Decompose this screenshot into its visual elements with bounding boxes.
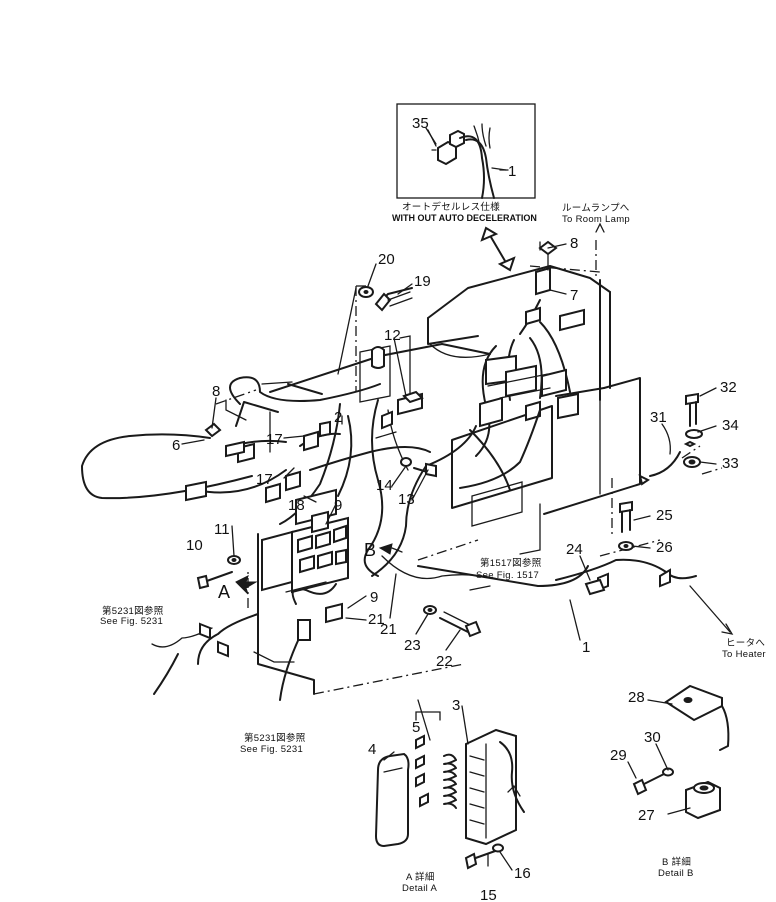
callout-9-upper: 9 bbox=[334, 497, 342, 514]
room-lamp-jp: ルームランプへ bbox=[562, 203, 630, 214]
room-lamp-en: To Room Lamp bbox=[562, 214, 630, 225]
phantom-lines bbox=[215, 240, 723, 608]
callout-8-top: 8 bbox=[570, 235, 578, 252]
view-letter-b: B bbox=[364, 540, 376, 560]
callout-7: 7 bbox=[570, 287, 578, 304]
relay-block bbox=[261, 470, 349, 624]
detail-b-en: Detail B bbox=[658, 868, 694, 879]
callout-6: 6 bbox=[172, 437, 180, 454]
inset-caption-en: WITH OUT AUTO DECELERATION bbox=[392, 213, 537, 223]
callout-10: 10 bbox=[186, 537, 203, 554]
callout-25: 25 bbox=[656, 507, 673, 524]
callout-14: 14 bbox=[376, 477, 393, 494]
callout-8-left: 8 bbox=[212, 383, 220, 400]
callout-16: 16 bbox=[514, 865, 531, 882]
callout-27: 27 bbox=[638, 807, 655, 824]
callout-12: 12 bbox=[384, 327, 401, 344]
detail-b-drawing bbox=[632, 684, 730, 820]
callout-28: 28 bbox=[628, 689, 645, 706]
callout-24: 24 bbox=[566, 541, 583, 558]
callout-5: 5 bbox=[412, 719, 420, 736]
cab-structure bbox=[81, 265, 641, 695]
view-arrow bbox=[480, 226, 516, 272]
fasteners bbox=[196, 149, 703, 638]
callout-11: 11 bbox=[214, 521, 230, 538]
callout-20: 20 bbox=[378, 251, 395, 268]
callout-1-inset: 1 bbox=[508, 163, 516, 180]
callout-18: 18 bbox=[288, 497, 305, 514]
harness-wires bbox=[151, 222, 734, 701]
callout-29: 29 bbox=[610, 747, 627, 764]
callout-2: 2 bbox=[334, 409, 342, 426]
callout-1-main: 1 bbox=[582, 639, 590, 656]
leader-lines bbox=[181, 129, 717, 871]
callout-34: 34 bbox=[722, 417, 739, 434]
callout-32: 32 bbox=[720, 379, 737, 396]
fig1517-en: See Fig. 1517 bbox=[476, 570, 539, 581]
callout-33: 33 bbox=[722, 455, 739, 472]
detail-a-en: Detail A bbox=[402, 883, 438, 894]
callout-4: 4 bbox=[368, 741, 376, 758]
inset-caption-jp: オートデセルレス仕様 bbox=[402, 201, 500, 213]
detail-b-jp: B 詳細 bbox=[662, 856, 691, 868]
callout-17-a: 17 bbox=[266, 431, 283, 448]
detail-a-jp: A 詳細 bbox=[406, 871, 435, 883]
detail-a-drawing bbox=[374, 711, 525, 870]
heater-jp: ヒータへ bbox=[726, 638, 765, 649]
callout-22: 22 bbox=[436, 653, 453, 670]
callout-9-lower: 9 bbox=[370, 589, 378, 606]
view-letter-a: A bbox=[218, 582, 230, 602]
fig1517-jp: 第1517図参照 bbox=[480, 557, 542, 569]
heater-en: To Heater bbox=[722, 649, 766, 660]
fig5231a-jp: 第5231図参照 bbox=[102, 605, 164, 617]
callout-31: 31 bbox=[650, 409, 667, 426]
callout-21-a: 21 bbox=[368, 611, 385, 628]
callout-30: 30 bbox=[644, 729, 661, 746]
callout-numbers: 35 1 8 7 20 19 12 2 8 6 17 17 18 9 11 10… bbox=[172, 115, 739, 902]
callout-17-b: 17 bbox=[256, 471, 273, 488]
callout-19: 19 bbox=[414, 273, 431, 290]
callout-23: 23 bbox=[404, 637, 421, 654]
callout-21-b: 21 bbox=[380, 621, 397, 638]
fig5231b-en: See Fig. 5231 bbox=[240, 744, 303, 755]
callout-3: 3 bbox=[452, 697, 460, 714]
callout-13: 13 bbox=[398, 491, 415, 508]
fig5231a-en: See Fig. 5231 bbox=[100, 616, 163, 627]
fig5231b-jp: 第5231図参照 bbox=[244, 732, 306, 744]
captions: オートデセルレス仕様 WITH OUT AUTO DECELERATION ルー… bbox=[100, 201, 766, 894]
callout-26: 26 bbox=[656, 539, 673, 556]
view-pointers bbox=[235, 543, 403, 595]
callout-35: 35 bbox=[412, 115, 429, 132]
callout-15: 15 bbox=[480, 887, 497, 902]
